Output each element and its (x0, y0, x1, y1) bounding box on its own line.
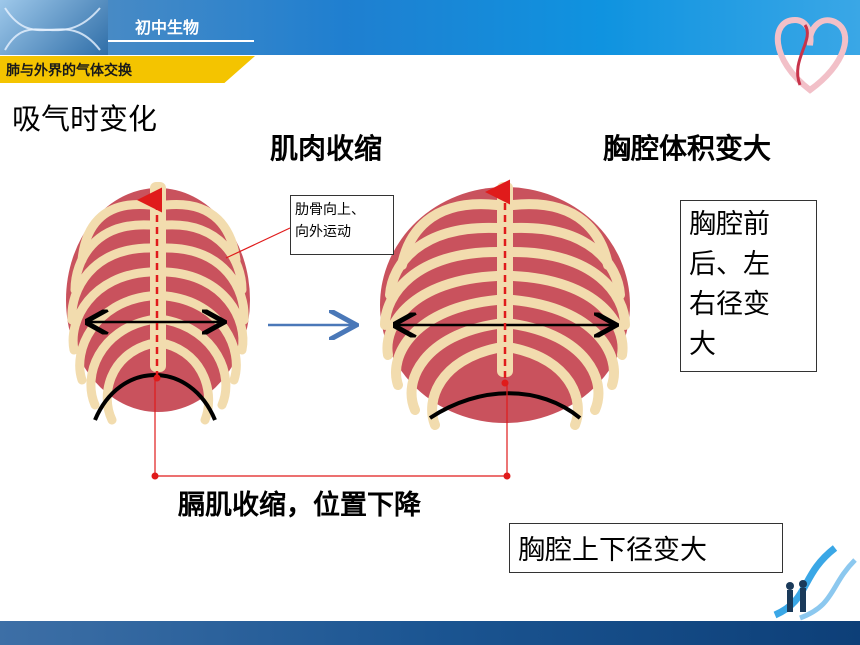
rib-note-line-1: 肋骨向上、 (295, 202, 365, 218)
diaphragm-label: 膈肌收缩，位置下降 (178, 490, 421, 521)
dna-thumbnail-image (0, 0, 108, 55)
subject-underline (108, 40, 254, 42)
header-bar (0, 0, 860, 55)
footer-bar (0, 621, 860, 645)
dna-people-decoration (773, 545, 857, 621)
ribbon-heart-logo (760, 0, 860, 100)
rib-note-line-2: 向外运动 (295, 224, 351, 240)
section-title: 吸气时变化 (12, 102, 158, 136)
vertical-diameter-box: 胸腔上下径变大 (509, 523, 783, 573)
diaphragm-bracket (154, 380, 508, 477)
dna-helix-icon (4, 7, 101, 51)
ap-diameter-box: 胸腔前 后、左 右径变 大 (680, 200, 817, 372)
ap-box-line-2: 后、左 (689, 249, 770, 280)
rib-note-pointer (225, 227, 291, 259)
ap-box-line-1: 胸腔前 (689, 209, 770, 240)
ap-box-line-4: 大 (689, 329, 716, 360)
topic-tag-text: 肺与外界的气体交换 (6, 63, 132, 79)
topic-tag-bar (0, 56, 255, 83)
ribcage-right (380, 182, 630, 430)
thorax-volume-label: 胸腔体积变大 (603, 132, 772, 165)
ap-box-line-3: 右径变 (689, 289, 770, 320)
muscle-contraction-label: 肌肉收缩 (270, 132, 383, 165)
rib-movement-note: 肋骨向上、 向外运动 (290, 195, 394, 255)
subject-title: 初中生物 (135, 18, 200, 37)
heart-logo-icon (774, 16, 849, 94)
